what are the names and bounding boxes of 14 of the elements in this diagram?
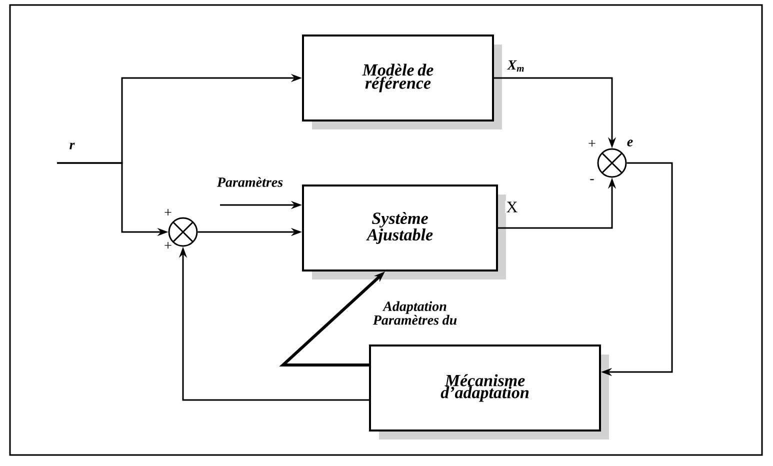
sign-label: -	[590, 179, 594, 180]
block-box: Système Ajustable	[302, 184, 506, 280]
edge-label: r	[68, 142, 76, 150]
edge-label: Paramètres	[216, 176, 284, 188]
summing-junction	[597, 148, 627, 178]
edge-label: e	[626, 138, 634, 148]
sign-label: +	[164, 209, 172, 216]
edge-label: X	[505, 200, 519, 214]
block-box: Mécanisme d’adaptation	[369, 344, 609, 440]
sign-label: +	[164, 242, 172, 249]
edge-label: Adaptation Paramètres du	[364, 300, 466, 326]
edge-label: X$_{m}$	[506, 59, 526, 73]
sign-label: +	[588, 140, 596, 147]
block-box: Modèle de référence	[302, 34, 502, 130]
